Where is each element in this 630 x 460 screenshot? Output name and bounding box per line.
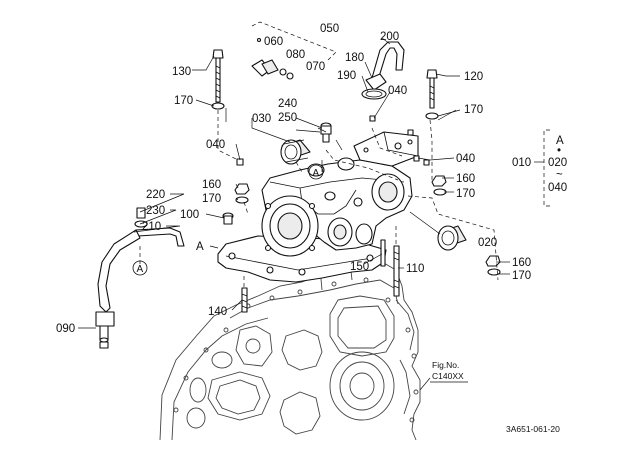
stud-150 (380, 239, 386, 267)
part-label-120: 120 (464, 71, 483, 83)
reference-marks: A A A (132, 164, 324, 276)
plug-240 (320, 122, 332, 143)
part-label-040-top: 040 (388, 85, 407, 97)
part-label-160-left: 160 (202, 179, 221, 191)
part-label-190: 190 (337, 70, 356, 82)
group-letter: A (556, 135, 564, 147)
part-label-170-lower: 170 (512, 270, 531, 282)
bushing-030 (280, 139, 311, 165)
nut-160-left (234, 183, 250, 204)
hydraulic-housing (217, 131, 419, 283)
group-dot: • (557, 145, 561, 157)
part-label-040-left: 040 (206, 139, 225, 151)
ref-mark-a-pipe: A (137, 264, 144, 275)
plug-100 (222, 212, 234, 225)
part-label-040-right: 040 (456, 153, 475, 165)
group-bottom: 040 (548, 182, 567, 194)
part-labels: 050 200 060 080 070 180 190 040 130 120 … (56, 23, 531, 335)
part-label-170-a: 170 (174, 95, 193, 107)
group-tilde: ~ (556, 169, 563, 181)
pipe-200 (361, 41, 405, 100)
ref-mark-a-left: A (196, 241, 204, 253)
part-label-210: 210 (142, 221, 161, 233)
part-label-050: 050 (320, 23, 339, 35)
part-label-030: 030 (252, 113, 271, 125)
stud-140 (241, 287, 248, 313)
part-label-060: 060 (264, 36, 283, 48)
group-code: 010 (512, 157, 531, 169)
fig-no-code: C140XX (432, 371, 464, 381)
plug-040b (369, 115, 376, 122)
part-label-250: 250 (278, 112, 297, 124)
part-label-100: 100 (180, 209, 199, 221)
part-label-220: 220 (146, 189, 165, 201)
nut-160-right (431, 175, 447, 196)
valve-060 (251, 37, 294, 80)
bolt-130 (211, 49, 225, 110)
figure-info: Fig.No. C140XX 3A651-061-20 (430, 360, 560, 434)
bolt-120 (425, 69, 439, 120)
part-label-170-b: 170 (464, 104, 483, 116)
part-label-230: 230 (146, 205, 165, 217)
part-label-240: 240 (278, 98, 297, 110)
nut-160-lower (485, 255, 501, 276)
part-label-110: 110 (406, 263, 424, 275)
part-label-020: 020 (478, 237, 497, 249)
group-top: 020 (548, 157, 567, 169)
part-label-090: 090 (56, 323, 75, 335)
bushing-020 (437, 225, 467, 251)
stud-110 (393, 245, 400, 297)
plug-040d (423, 159, 430, 166)
part-label-200: 200 (380, 31, 399, 43)
part-label-150: 150 (350, 261, 369, 273)
fig-no-label: Fig.No. (432, 360, 459, 370)
part-label-180: 180 (345, 52, 364, 64)
part-label-170-left: 170 (202, 193, 221, 205)
part-label-170-right: 170 (456, 188, 475, 200)
part-label-130: 130 (172, 66, 191, 78)
group-bracket: 010 A • 020 ~ 040 (512, 129, 567, 207)
leader-lines (78, 21, 510, 391)
part-label-160-right: 160 (456, 173, 475, 185)
plug-040c (413, 155, 420, 162)
part-label-160-lower: 160 (512, 257, 531, 269)
part-label-070: 070 (306, 61, 325, 73)
drawing-id: 3A651-061-20 (506, 424, 560, 434)
part-label-140: 140 (208, 306, 227, 318)
pipe-210 (95, 207, 185, 349)
plug-040e (407, 129, 414, 136)
engine-case (159, 261, 421, 441)
ref-mark-a-top: A (313, 168, 320, 179)
part-label-080: 080 (286, 49, 305, 61)
